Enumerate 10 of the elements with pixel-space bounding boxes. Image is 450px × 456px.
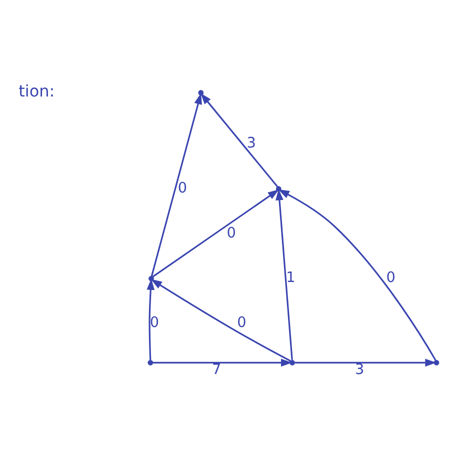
edge-label: 0 [386, 270, 395, 286]
edge-label: 0 [226, 224, 236, 241]
edge-label: 0 [149, 314, 159, 331]
edge-label: 7 [211, 362, 221, 378]
edge-label: 1 [286, 270, 295, 286]
edge-label: 3 [246, 135, 256, 152]
label: tion: [18, 81, 54, 100]
edge-label: 0 [236, 314, 246, 331]
edge-label: 3 [354, 362, 364, 378]
edge-label: 0 [177, 180, 187, 196]
